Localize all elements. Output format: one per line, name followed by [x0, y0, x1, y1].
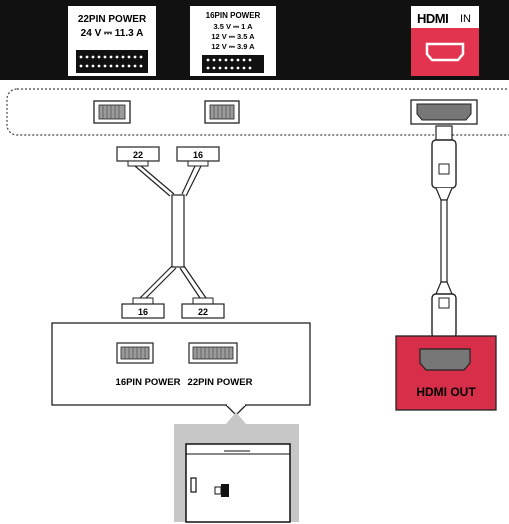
side-power16-socket — [204, 100, 240, 124]
cable-tag-top-16: 16 — [176, 146, 220, 162]
device-side-port-1 — [190, 477, 197, 493]
cable-tag-top-16-text: 16 — [193, 150, 203, 160]
y-power-cable: 22 16 16 22 — [116, 146, 225, 319]
box-label-22pin: 22PIN POWER — [188, 377, 253, 388]
power16-connector — [202, 55, 264, 73]
power22-rating: 24 V ⎓ 11.3 A — [81, 28, 144, 39]
power22-title: 22PIN POWER — [78, 14, 147, 25]
box-label-16pin: 16PIN POWER — [116, 377, 181, 388]
box-power16-socket — [116, 342, 154, 364]
hdmi-out-box: HDMI OUT — [395, 335, 497, 411]
cable-tag-top-22-text: 22 — [133, 150, 143, 160]
hdmi-in-label: IN — [460, 13, 471, 25]
device-edge-outline — [6, 88, 509, 136]
device-side-view — [185, 443, 291, 523]
power16-rating-2: 12 V ⎓ 3.5 A — [211, 32, 255, 41]
hdmi-logo: HDMI — [417, 11, 448, 26]
power16-title: 16PIN POWER — [206, 11, 261, 20]
device-location-callout — [174, 412, 299, 523]
power22-connector — [76, 50, 148, 73]
power-input-box: 16PIN POWER 22PIN POWER — [51, 322, 311, 416]
power16-rating-3: 12 V ⎓ 3.9 A — [211, 42, 255, 51]
hdmi-in-port-card: HDMI IN — [411, 6, 479, 76]
hdmi-out-label: HDMI OUT — [416, 385, 476, 399]
cable-tag-bottom-16-text: 16 — [138, 307, 148, 317]
hdmi-out-port-icon — [419, 348, 471, 371]
hdmi-in-port-icon — [425, 42, 465, 62]
cable-tag-bottom-22-text: 22 — [198, 307, 208, 317]
cable-tag-top-22: 22 — [116, 146, 160, 162]
side-power22-socket — [93, 100, 131, 124]
cable-tag-bottom-22: 22 — [181, 303, 225, 319]
side-hdmi-socket — [410, 99, 478, 125]
power16-port-card: 16PIN POWER 3.5 V ⎓ 1 A 12 V ⎓ 3.5 A 12 … — [190, 6, 276, 76]
power22-port-card: 22PIN POWER 24 V ⎓ 11.3 A — [68, 6, 156, 76]
box-power22-socket — [188, 342, 238, 364]
hdmi-cable — [431, 125, 457, 339]
cable-tag-bottom-16: 16 — [121, 303, 165, 319]
device-side-port-2 — [221, 484, 229, 497]
power16-rating-1: 3.5 V ⎓ 1 A — [213, 22, 253, 31]
